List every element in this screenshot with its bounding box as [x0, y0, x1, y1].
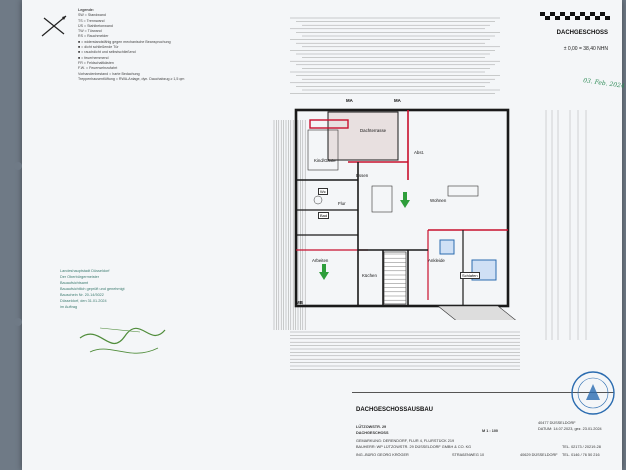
approval-line: Bauaufsichtsamt: [60, 281, 89, 285]
legend-item: F.W. = Feuerwehrzufahrt: [78, 66, 118, 71]
legend-item: RS = Rauchmelder: [78, 34, 109, 39]
tel2: TEL. 0146 / 76 50 216: [562, 453, 600, 457]
section-ma-2: MA: [394, 98, 401, 103]
approval-line: Bauschein Nr. 20-14/5022: [60, 293, 104, 297]
legend-item: ÜS = Stahlbetonwand: [78, 23, 113, 28]
bauherr: BAUHERR: WP LÜTZOWSTR. 29 DÜSSELDORF GMB…: [356, 445, 472, 449]
floor-plan: [294, 108, 516, 320]
room-flur: Flur: [338, 201, 346, 206]
room-wc: Wc: [318, 188, 328, 195]
legend-item: FR = Feldschaltkästen: [78, 60, 114, 65]
floor-title: DACHGESCHOSS: [556, 30, 608, 36]
room-kind: Kind/Gäste: [314, 158, 336, 163]
dimension-lines: [273, 17, 520, 370]
approval-line: Der Oberbürgermeister: [60, 275, 100, 279]
architect: ING.-BÜRO GEORG KRÖGER: [356, 453, 409, 457]
punch-hole: [14, 318, 22, 326]
dates: DATUM: 14.07.2023, gez. 23.01.2024: [538, 427, 602, 431]
legend-item: TW = Türwand: [78, 29, 102, 34]
section-mb: MB: [296, 300, 303, 305]
room-arbeiten: Arbeiten: [312, 258, 329, 263]
room-ankleide: Ankleide: [428, 258, 445, 263]
legend-item: Vorhandenbestand = harte Bedachung: [78, 71, 140, 76]
title-block: DACHGESCHOSSAUSBAU LÜTZOWSTR. 29 DACHGES…: [352, 392, 614, 469]
tel: TEL. 02173 / 20219-28: [562, 445, 601, 449]
room-essen: Essen: [356, 173, 369, 178]
city-top: 40477 DÜSSELDORF: [538, 421, 576, 425]
approval-line: Bauaufsichtlich geprüft und genehmigt: [60, 287, 125, 291]
legend-item: SW = Standwand: [78, 13, 106, 18]
north-arrow-icon: [41, 15, 67, 37]
approval-line: Düsseldorf, den 31.01.2024: [60, 299, 107, 303]
street: STRAßENWEG 10: [452, 453, 485, 457]
level-reference: ± 0,00 = 38,40 NHN: [563, 46, 608, 52]
room-schlafen: Schlafen: [460, 272, 480, 279]
address: LÜTZOWSTR. 29: [356, 425, 387, 429]
room-abst: Abst.: [414, 150, 425, 155]
legend-item: Treppenhausentlüftung = RWA-Anlage, dyn.…: [78, 76, 185, 81]
section-ma: MA: [346, 98, 353, 103]
legend-item: ■ = rauchdicht und selbstschließend: [78, 50, 136, 55]
approval-stamp-text: Landeshauptstadt Düsseldorf Der Oberbürg…: [60, 268, 160, 310]
project-title: DACHGESCHOSSAUSBAU: [356, 407, 434, 413]
floor-header: DACHGESCHOSS ± 0,00 = 38,40 NHN: [557, 30, 608, 52]
legend-item: TS = Trennwand: [78, 18, 105, 23]
legend-item: ■ = feuerhemmend: [78, 55, 109, 60]
scale-bar: [540, 12, 610, 20]
approval-line: im Auftrag: [60, 305, 78, 309]
legend-title: Legende:: [78, 8, 94, 12]
approval-line: Landeshauptstadt Düsseldorf: [60, 269, 110, 273]
scale: M 1 : 100: [482, 429, 499, 433]
punch-hole: [14, 162, 22, 170]
city: 40629 DÜSSELDORF: [520, 453, 558, 457]
sheet-name: DACHGESCHOSS: [356, 431, 389, 435]
legend-item: ■ = dicht schließende Tür: [78, 45, 119, 50]
gemarkung: GEMARKUNG: DERENDORF, FLUR 4, FLURSTÜCK …: [356, 439, 455, 443]
legend: Legende: SW = Standwand TS = Trennwand Ü…: [78, 8, 228, 82]
room-wohnen: Wohnen: [430, 198, 447, 203]
room-dachterrasse: Dachterrasse: [360, 128, 387, 133]
seal-stamp-icon: [571, 371, 615, 415]
right-dimension-lines: [545, 110, 587, 340]
signature-scribble: [79, 327, 166, 354]
legend-item: ■ = widerstandsfähig gegen mechanische B…: [78, 39, 171, 44]
room-kuechen: Küchen: [362, 273, 377, 278]
room-bad: Bad: [318, 212, 330, 219]
